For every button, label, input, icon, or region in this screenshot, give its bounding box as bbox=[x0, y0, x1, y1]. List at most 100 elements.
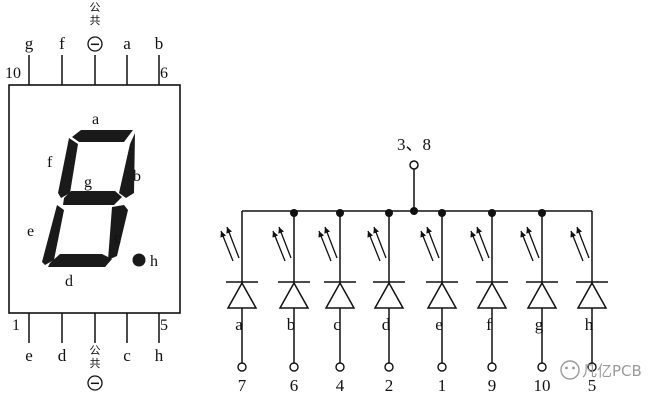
pin-terminal bbox=[537, 362, 547, 372]
pin-number-bottom-right: 5 bbox=[160, 317, 168, 334]
common-terminal-circle bbox=[409, 160, 419, 170]
bottom-pin-5: h bbox=[155, 313, 164, 365]
top-pin-row: g f 公共 − a b bbox=[25, 1, 164, 85]
led-b: b6 bbox=[272, 209, 310, 395]
led-label: h bbox=[585, 315, 594, 334]
segment-a bbox=[72, 130, 133, 142]
pin-label-common-line1: 公 bbox=[90, 344, 101, 357]
pin-label: a bbox=[123, 34, 131, 53]
common-circle-icon bbox=[87, 375, 103, 391]
pin-label: e bbox=[25, 346, 33, 365]
segment-c bbox=[108, 205, 128, 260]
pin-label-common-line1: 公 bbox=[90, 1, 101, 14]
diode-triangle bbox=[426, 281, 458, 309]
bus-junction bbox=[538, 209, 546, 217]
led-label: d bbox=[382, 315, 391, 334]
pin-terminal bbox=[487, 362, 497, 372]
bus-junction bbox=[385, 209, 393, 217]
top-pin-4: a bbox=[123, 34, 131, 85]
watermark: 凡亿PCB bbox=[560, 360, 642, 380]
bottom-pin-1: e bbox=[25, 313, 33, 365]
segment-label-h: h bbox=[150, 253, 158, 270]
bus-junction bbox=[336, 209, 344, 217]
segment-d bbox=[48, 254, 112, 267]
light-arrows-icon bbox=[220, 226, 240, 262]
led-pin-number: 6 bbox=[290, 376, 299, 395]
light-arrows-icon bbox=[420, 226, 440, 262]
led-h: h5 bbox=[570, 211, 608, 395]
common-anode-terminal bbox=[242, 160, 592, 212]
led-label: b bbox=[287, 315, 296, 334]
wechat-logo-eye-right bbox=[572, 366, 575, 370]
bottom-pin-2: d bbox=[58, 313, 67, 365]
segment-label-c: c bbox=[114, 230, 121, 247]
segment-g bbox=[63, 191, 122, 205]
diode-triangle bbox=[526, 281, 558, 309]
segment-label-e: e bbox=[27, 223, 34, 240]
light-arrows-icon bbox=[272, 226, 292, 262]
light-arrows-icon bbox=[367, 226, 387, 262]
diode-triangle bbox=[373, 281, 405, 309]
led-g: g10 bbox=[520, 209, 558, 395]
led-label: e bbox=[435, 315, 443, 334]
segment-e bbox=[42, 205, 64, 265]
led-pin-number: 9 bbox=[488, 376, 497, 395]
pin-terminal bbox=[437, 362, 447, 372]
bus-junction bbox=[438, 209, 446, 217]
minus-sign-icon: − bbox=[90, 38, 101, 53]
pin-terminal bbox=[335, 362, 345, 372]
pin-terminal bbox=[237, 362, 247, 372]
diode-triangle bbox=[278, 281, 310, 309]
pin-label: d bbox=[58, 346, 67, 365]
pin-number-bottom-left: 1 bbox=[12, 317, 20, 334]
bus-junction-center bbox=[410, 207, 418, 215]
bus-junction bbox=[290, 209, 298, 217]
minus-sign-icon: − bbox=[90, 377, 101, 392]
pin-number-top-right: 6 bbox=[160, 65, 168, 82]
top-pin-5: b bbox=[155, 34, 164, 85]
led-label: f bbox=[486, 315, 492, 334]
pin-terminal bbox=[587, 362, 597, 372]
watermark-text: 凡亿PCB bbox=[582, 362, 642, 380]
pin-label-common-line2: 共 bbox=[90, 14, 101, 27]
pin-label: b bbox=[155, 34, 164, 53]
led-pin-number: 7 bbox=[238, 376, 247, 395]
diode-triangle bbox=[324, 281, 356, 309]
top-pin-3: 公共 − bbox=[87, 1, 103, 85]
pin-label-common-line2: 共 bbox=[90, 357, 101, 370]
diode-triangle bbox=[476, 281, 508, 309]
segment-label-d: d bbox=[65, 273, 73, 290]
led-pin-number: 4 bbox=[336, 376, 345, 395]
segment-digit bbox=[42, 130, 146, 267]
wechat-logo-eye-left bbox=[565, 366, 568, 370]
diode-triangle bbox=[576, 281, 608, 309]
led-label: a bbox=[235, 315, 243, 334]
bottom-pin-row: e d 公共 − c h bbox=[25, 313, 164, 392]
led-c: c4 bbox=[318, 209, 356, 395]
segment-label-f: f bbox=[47, 154, 53, 171]
pin-terminal bbox=[289, 362, 299, 372]
led-pin-number: 1 bbox=[438, 376, 447, 395]
pin-label: f bbox=[59, 34, 65, 53]
segment-f bbox=[58, 138, 78, 198]
light-arrows-icon bbox=[318, 226, 338, 262]
top-pin-2: f bbox=[59, 34, 65, 85]
pin-label: c bbox=[123, 346, 131, 365]
pin-label: g bbox=[25, 34, 34, 53]
top-pin-1: g bbox=[25, 34, 34, 85]
bottom-pin-3: 公共 − bbox=[87, 313, 103, 392]
light-arrows-icon bbox=[570, 226, 590, 262]
segment-label-b: b bbox=[133, 168, 141, 185]
pin-terminal bbox=[384, 362, 394, 372]
pin-label: h bbox=[155, 346, 164, 365]
led-label: c bbox=[333, 315, 341, 334]
led-e: e1 bbox=[420, 209, 458, 395]
led-pin-number: 5 bbox=[588, 376, 597, 395]
led-a: a7 bbox=[220, 211, 258, 395]
diode-triangle bbox=[226, 281, 258, 309]
led-pin-number: 10 bbox=[534, 376, 551, 395]
light-arrows-icon bbox=[520, 226, 540, 262]
segment-label-a: a bbox=[92, 111, 99, 128]
